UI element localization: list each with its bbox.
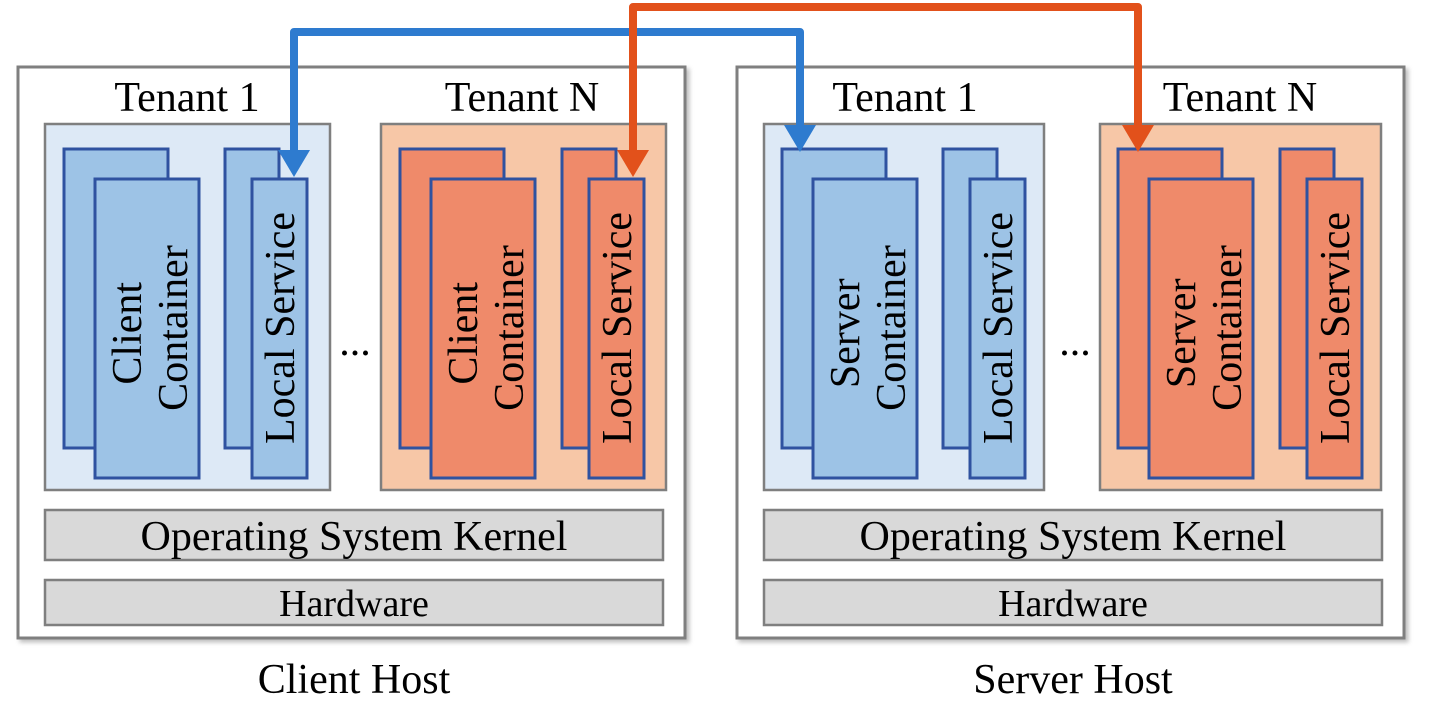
container-label-line1: Client xyxy=(105,282,151,385)
server-container-stack: Server Container xyxy=(780,147,919,480)
server-tenant-n: Tenant N Server Container Local Service xyxy=(1098,75,1383,492)
local-service-label: Local Service xyxy=(595,212,641,444)
client-tenant-1: Tenant 1 Client Container Local Service xyxy=(43,75,332,492)
svg-text:Client Container: Client Container xyxy=(105,245,197,411)
client-container-stack: Client Container xyxy=(62,147,201,480)
blue-connection-arrow xyxy=(278,28,816,177)
local-service-stack: Local Service xyxy=(560,147,646,480)
local-service-stack: Local Service xyxy=(941,147,1027,480)
tenant-label: Tenant N xyxy=(445,75,600,121)
server-host: Tenant 1 Server Container Local Service … xyxy=(735,65,1406,640)
hardware-layer: Hardware xyxy=(762,578,1384,627)
os-kernel-label: Operating System Kernel xyxy=(141,514,568,560)
client-host-label: Client Host xyxy=(258,657,451,703)
hardware-layer: Hardware xyxy=(43,578,665,627)
svg-text:Server Container: Server Container xyxy=(823,245,915,411)
container-label-line2: Container xyxy=(869,245,915,411)
tenant-label: Tenant 1 xyxy=(114,75,259,121)
os-kernel-layer: Operating System Kernel xyxy=(762,508,1384,562)
container-label-line1: Client xyxy=(441,282,487,385)
local-service-stack: Local Service xyxy=(1278,147,1364,480)
server-host-label: Server Host xyxy=(973,657,1173,703)
client-container-stack: Client Container xyxy=(398,147,537,480)
local-service-stack: Local Service xyxy=(223,147,309,480)
container-label-line2: Container xyxy=(151,245,197,411)
local-service-label: Local Service xyxy=(1313,212,1359,444)
os-kernel-label: Operating System Kernel xyxy=(860,514,1287,560)
tenant-label: Tenant N xyxy=(1163,75,1318,121)
hardware-label: Hardware xyxy=(998,583,1148,625)
svg-text:Client Container: Client Container xyxy=(441,245,533,411)
svg-text:Server Container: Server Container xyxy=(1159,245,1251,411)
local-service-label: Local Service xyxy=(258,212,304,444)
orange-connection-arrow xyxy=(617,3,1154,177)
tenant-ellipsis: ... xyxy=(1059,319,1091,365)
client-tenant-n: Tenant N Client Container Local Service xyxy=(379,75,668,492)
client-host: Tenant 1 Client Container Local Service … xyxy=(16,65,687,640)
hardware-label: Hardware xyxy=(279,583,429,625)
local-service-label: Local Service xyxy=(976,212,1022,444)
container-label-line2: Container xyxy=(487,245,533,411)
server-container-stack: Server Container xyxy=(1116,147,1255,480)
os-kernel-layer: Operating System Kernel xyxy=(43,508,665,562)
container-label-line1: Server xyxy=(1159,278,1205,388)
container-label-line2: Container xyxy=(1205,245,1251,411)
server-tenant-1: Tenant 1 Server Container Local Service xyxy=(762,75,1046,492)
tenant-ellipsis: ... xyxy=(339,319,371,365)
tenant-label: Tenant 1 xyxy=(832,75,977,121)
container-label-line1: Server xyxy=(823,278,869,388)
